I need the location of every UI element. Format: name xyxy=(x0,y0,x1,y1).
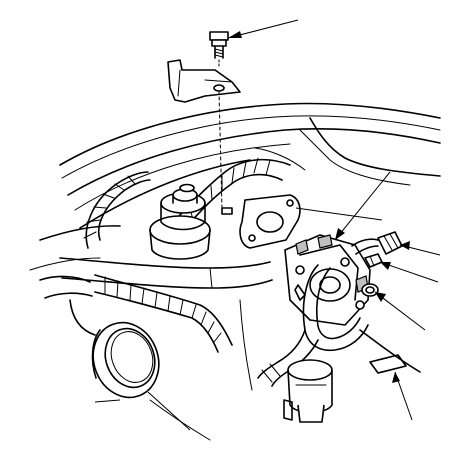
arrowhead-bracket-piece xyxy=(392,372,400,383)
leader-reservoir xyxy=(147,391,191,431)
arrowhead-valve xyxy=(335,228,345,240)
coolant-pipe xyxy=(59,257,273,289)
reservoir-cap xyxy=(149,183,211,260)
arrowheads xyxy=(228,31,410,383)
bolt-part xyxy=(209,31,229,67)
reservoir-part xyxy=(283,359,333,423)
bolt-lower xyxy=(221,207,233,215)
leader-seal-ring xyxy=(94,399,121,403)
arrowhead-hose-clamp xyxy=(375,292,386,302)
leader-hose-clamp xyxy=(374,291,426,331)
leader-valve xyxy=(334,171,391,241)
mounting-bracket xyxy=(167,59,241,211)
arrowhead-connector xyxy=(400,241,410,250)
arrowhead-bolt xyxy=(228,31,242,38)
leader-gasket xyxy=(295,207,383,221)
seal-ring-part xyxy=(91,321,160,399)
arrowhead-clip xyxy=(380,262,391,270)
bracket-piece-part xyxy=(369,354,407,374)
valve-assembly xyxy=(284,234,371,326)
connector-part xyxy=(351,231,403,255)
body-panel-contours xyxy=(29,102,441,271)
gasket-part xyxy=(239,194,301,249)
hose-clamp-part xyxy=(361,283,379,297)
